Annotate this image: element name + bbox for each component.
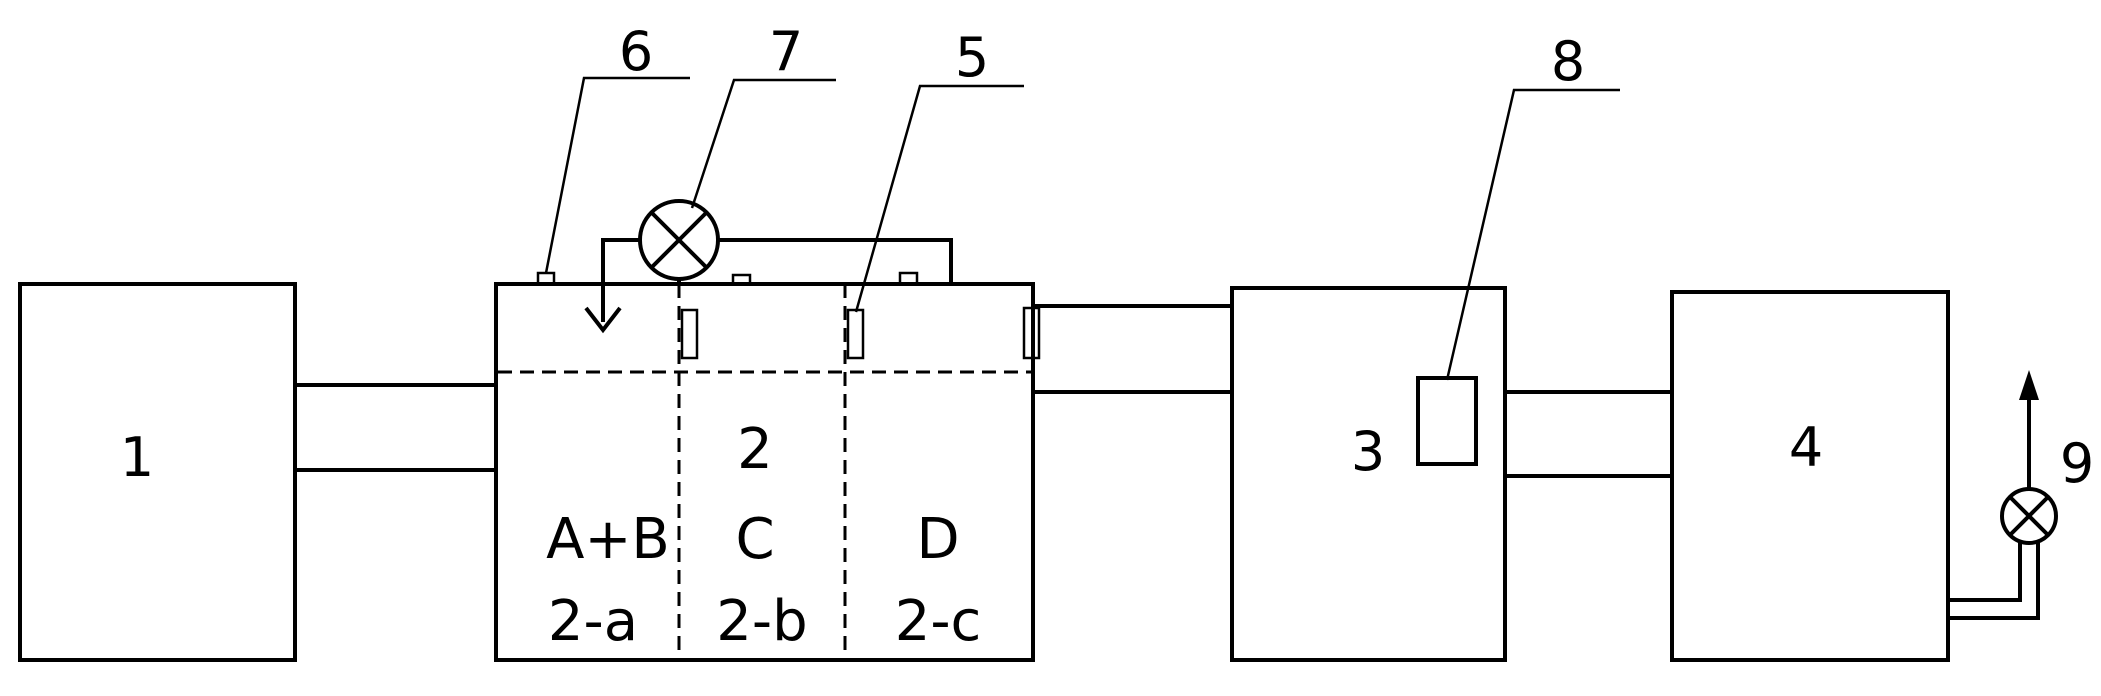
exhaust-arrow-icon <box>2019 370 2039 400</box>
recirculation-line-left <box>601 238 640 322</box>
callout-7: 7 <box>769 20 803 83</box>
section-b-code: 2-b <box>716 589 807 654</box>
unit-4-box <box>1670 290 1950 662</box>
unit-1-box <box>18 282 297 662</box>
electrode-outlet <box>1022 306 1041 360</box>
unit-2-tank <box>494 282 1035 662</box>
unit-3-box <box>1230 286 1507 662</box>
callout-6-leader <box>544 76 690 274</box>
callout-5: 5 <box>955 26 989 89</box>
recirculation-arrow-icon <box>584 306 622 334</box>
callout-6: 6 <box>619 20 653 83</box>
outlet-line-inner <box>1948 541 2022 602</box>
unit-4-label: 4 <box>1789 416 1823 479</box>
callout-5-leader <box>854 84 1024 313</box>
section-a-content: A+B <box>546 507 670 572</box>
section-b-content: C <box>735 507 774 572</box>
device-8 <box>1416 376 1478 466</box>
callout-8-leader <box>1445 88 1620 381</box>
electrode-b <box>680 308 699 360</box>
callout-8: 8 <box>1551 30 1585 93</box>
unit-1-label: 1 <box>120 426 154 489</box>
section-c-code: 2-c <box>895 589 982 654</box>
outlet-line-outer <box>1948 541 2040 620</box>
pump-9-cross-b <box>2008 495 2050 537</box>
section-c-content: D <box>916 507 959 572</box>
recirculation-line-right <box>718 238 953 284</box>
unit-3-label: 3 <box>1351 420 1385 483</box>
section-a-code: 2-a <box>548 589 638 654</box>
nozzle-top-mid <box>731 273 752 286</box>
callout-7-leader <box>690 78 836 209</box>
pump-7-cross-b <box>649 210 709 270</box>
nozzle-top-right <box>898 271 919 286</box>
unit-2-label: 2 <box>737 417 773 482</box>
callout-9: 9 <box>2060 432 2094 495</box>
